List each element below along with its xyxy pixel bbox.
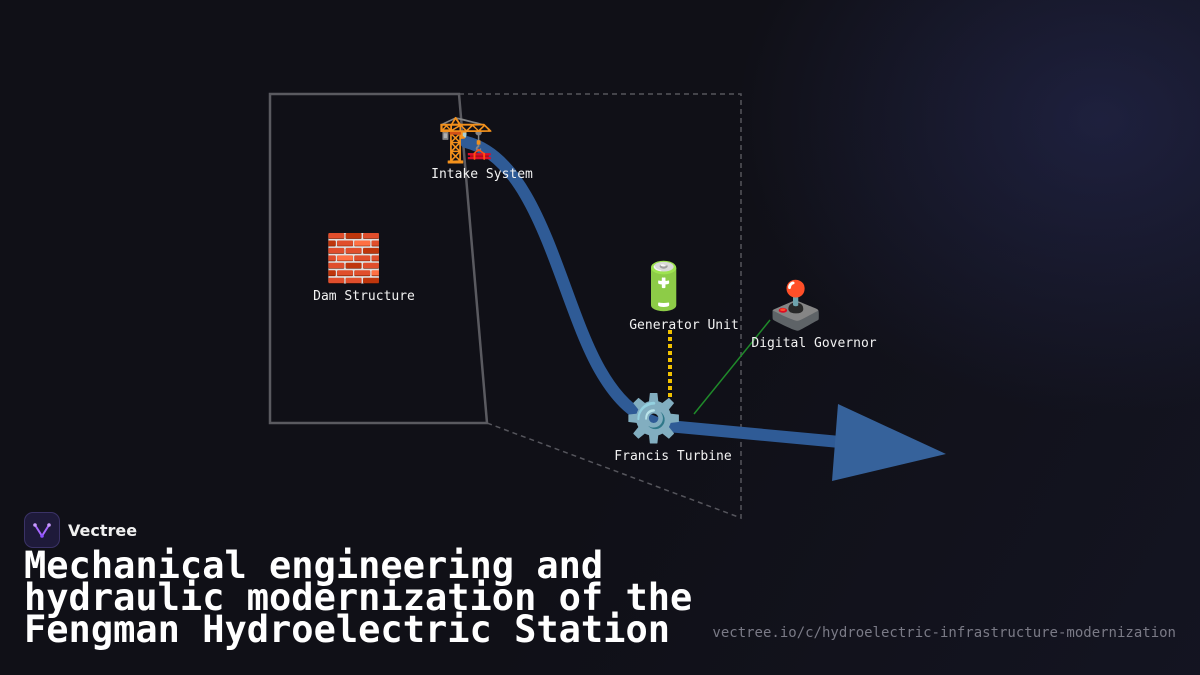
battery-icon: 🔋 [635,259,693,313]
joystick-icon: 🕹️ [767,278,825,332]
intake-system-label: Intake System [431,167,533,182]
digital-governor-label: Digital Governor [751,336,877,351]
gear-icon: ⚙️ [625,391,683,445]
dam-structure-label: Dam Structure [313,289,415,304]
outflow-arrow [832,404,946,481]
dashed-outline [459,93,742,520]
penstock-flow [460,136,846,448]
brand: Vectree [24,512,137,548]
vectree-logo-icon [24,512,60,548]
page-title: Mechanical engineering and hydraulic mod… [24,544,693,651]
governor-control-link [693,319,771,415]
page-url[interactable]: vectree.io/c/hydroelectric-infrastructur… [712,625,1176,641]
brand-name: Vectree [68,520,138,540]
generator-unit-label: Generator Unit [629,318,739,333]
dam-outline [268,92,489,425]
brick-icon: 🧱 [325,231,383,285]
francis-turbine-label: Francis Turbine [614,449,732,464]
crane-icon: 🏗️ [437,111,495,165]
